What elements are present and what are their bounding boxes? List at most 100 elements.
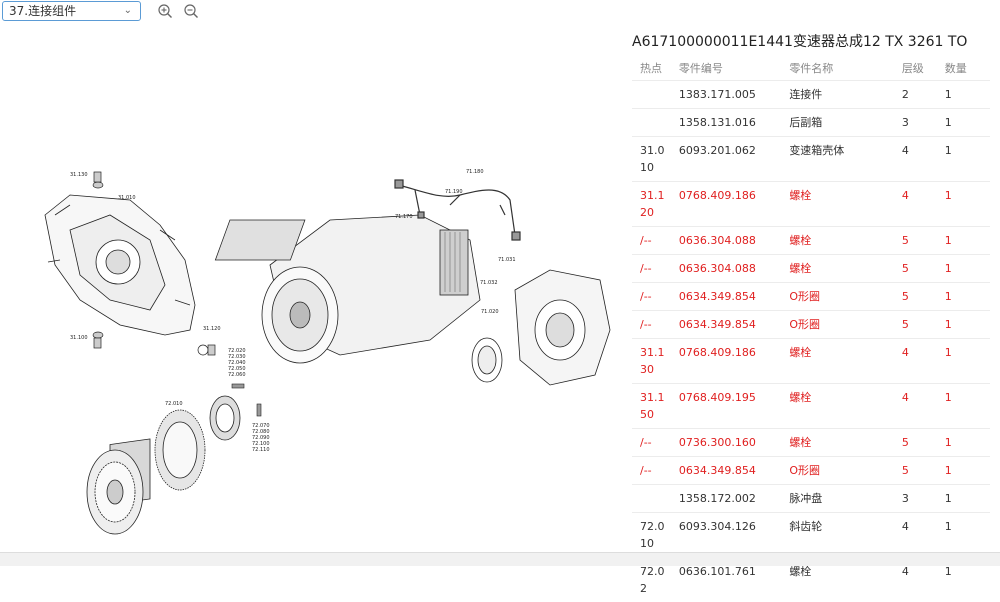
callout-71-180[interactable]: 71.180 [466,169,484,175]
part-number-cell: 0736.300.160 [671,429,781,457]
part-number-cell: 6093.304.126 [671,513,781,558]
hotspot-cell: /-- [632,255,671,283]
level-cell: 5 [894,227,937,255]
quantity-cell: 1 [937,255,990,283]
chevron-down-icon: ⌄ [124,2,132,20]
part-name-cell: O形圈 [781,457,894,485]
hotspot-cell [632,81,671,109]
part-number-cell: 6093.201.062 [671,137,781,182]
callout-71-190[interactable]: 71.190 [445,189,463,195]
part-number-cell: 0768.409.186 [671,339,781,384]
zoom-in-icon[interactable] [157,3,173,19]
toolbar: 37.连接组件 ⌄ [0,0,620,28]
hotspot-cell [632,485,671,513]
zoom-out-icon[interactable] [183,3,199,19]
level-cell: 5 [894,457,937,485]
level-cell: 4 [894,182,937,227]
level-cell: 3 [894,109,937,137]
rear-housing-drawing[interactable] [472,270,610,385]
callout-31-120[interactable]: 31.120 [203,326,221,332]
callout-71-170[interactable]: 71.170 [395,214,413,220]
column-header-level: 层级 [894,56,937,81]
level-cell: 4 [894,384,937,429]
part-number-cell: 0636.304.088 [671,255,781,283]
part-number-cell: 0634.349.854 [671,457,781,485]
group-select-value: 37.连接组件 [9,4,76,18]
part-name-cell: 后副箱 [781,109,894,137]
level-cell: 5 [894,311,937,339]
horizontal-scrollbar[interactable] [0,552,1000,566]
level-cell: 4 [894,137,937,182]
gearbox-housing-drawing[interactable] [45,195,195,335]
hotspot-cell: /-- [632,283,671,311]
hotspot-cell: /-- [632,227,671,255]
part-number-cell: 1358.131.016 [671,109,781,137]
hotspot-cell: /-- [632,311,671,339]
quantity-cell: 1 [937,227,990,255]
part-name-cell: O形圈 [781,311,894,339]
column-header-part-number: 零件编号 [671,56,781,81]
part-name-cell: O形圈 [781,283,894,311]
clutch-drum-drawing[interactable] [87,439,150,534]
quantity-cell: 1 [937,182,990,227]
level-cell: 4 [894,339,937,384]
part-number-cell: 0768.409.195 [671,384,781,429]
callout-72-010[interactable]: 72.010 [165,401,183,407]
helical-gear-drawing[interactable] [155,396,240,490]
level-cell: 5 [894,283,937,311]
quantity-cell: 1 [937,339,990,384]
quantity-cell: 1 [937,429,990,457]
part-number-cell: 0636.304.088 [671,227,781,255]
quantity-cell: 1 [937,457,990,485]
quantity-cell: 1 [937,283,990,311]
callout-72-060[interactable]: 72.060 [228,372,246,378]
hotspot-cell: 31.010 [632,137,671,182]
callout-71-020[interactable]: 71.020 [481,309,499,315]
level-cell: 5 [894,429,937,457]
callout-72-110[interactable]: 72.110 [252,447,270,453]
level-cell: 5 [894,255,937,283]
hotspot-cell [632,109,671,137]
part-name-cell: 变速箱壳体 [781,137,894,182]
part-name-cell: 斜齿轮 [781,513,894,558]
transmission-assembly-drawing[interactable] [215,215,480,363]
assembly-title: A617100000011E1441变速器总成12 TX 3261 TO [632,31,967,51]
group-select[interactable]: 37.连接组件 ⌄ [2,1,141,21]
hotspot-cell: 31.150 [632,384,671,429]
column-header-part-name: 零件名称 [781,56,894,81]
part-number-cell: 0634.349.854 [671,311,781,339]
quantity-cell: 1 [937,485,990,513]
part-name-cell: 螺栓 [781,339,894,384]
callout-71-031[interactable]: 71.031 [498,257,516,263]
part-name-cell: 螺栓 [781,182,894,227]
callout-31-130[interactable]: 31.130 [70,172,88,178]
callout-31-100[interactable]: 31.100 [70,335,88,341]
quantity-cell: 1 [937,384,990,429]
hotspot-cell: 31.130 [632,339,671,384]
callout-31-010[interactable]: 31.010 [118,195,136,201]
callout-71-032[interactable]: 71.032 [480,280,498,286]
quantity-cell: 1 [937,513,990,558]
part-name-cell: 螺栓 [781,255,894,283]
level-cell: 3 [894,485,937,513]
part-number-cell: 1383.171.005 [671,81,781,109]
quantity-cell: 1 [937,109,990,137]
column-header-quantity: 数量 [937,56,990,81]
level-cell: 2 [894,81,937,109]
parts-table-header: 热点 零件编号 零件名称 层级 数量 [632,56,990,81]
